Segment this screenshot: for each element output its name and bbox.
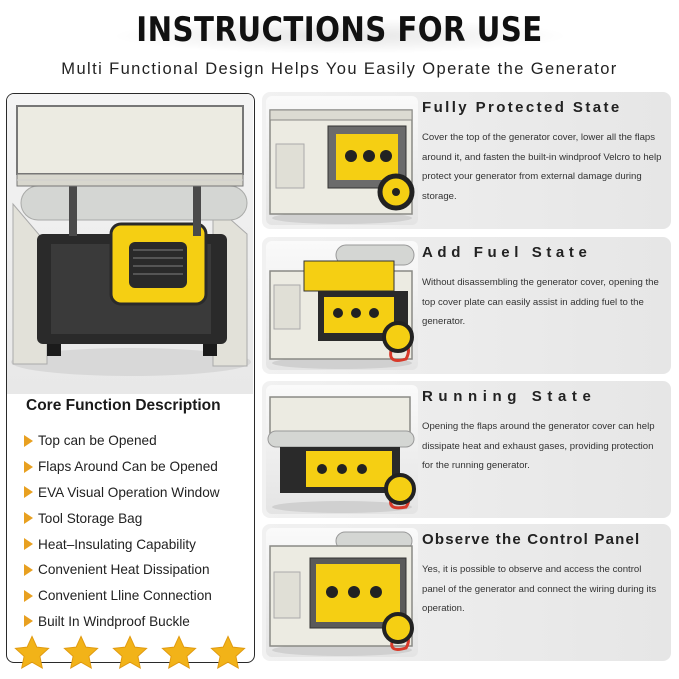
list-item: Tool Storage Bag	[24, 505, 220, 531]
running-photo	[266, 385, 418, 514]
bullet-icon	[24, 538, 33, 551]
bullet-icon	[24, 615, 33, 628]
core-item-label: Tool Storage Bag	[38, 510, 143, 526]
list-item: Convenient Lline Connection	[24, 583, 220, 609]
page-title: INSTRUCTIONS FOR USE	[136, 10, 543, 50]
star-icon	[210, 635, 246, 669]
core-item-label: Built In Windproof Buckle	[38, 613, 190, 629]
fully-protected-photo	[266, 96, 418, 225]
generator-top-open-icon	[269, 244, 415, 369]
core-item-label: Top can be Opened	[38, 433, 157, 449]
generator-cover-photo	[7, 94, 253, 394]
rating-stars	[13, 634, 247, 672]
core-item-label: EVA Visual Operation Window	[38, 484, 220, 500]
generator-covered-icon	[269, 109, 415, 224]
add-fuel-photo	[266, 241, 418, 370]
list-item: Built In Windproof Buckle	[24, 609, 220, 635]
list-item: Top can be Opened	[24, 428, 220, 454]
state-card-fully-protected: Fully Protected State Cover the top of t…	[262, 92, 671, 229]
state-description: Cover the top of the generator cover, lo…	[422, 132, 662, 202]
star-icon	[14, 635, 50, 669]
core-item-label: Convenient Lline Connection	[38, 588, 212, 604]
generator-window-icon	[269, 531, 414, 656]
core-item-label: Convenient Heat Dissipation	[38, 562, 210, 578]
state-title: Observe the Control Panel	[422, 531, 641, 548]
bullet-icon	[24, 563, 33, 576]
generator-flaps-open-icon	[267, 396, 416, 513]
bullet-icon	[24, 434, 33, 447]
core-function-title: Core Function Description	[26, 397, 221, 414]
state-description: Without disassembling the generator cove…	[422, 277, 659, 327]
bullet-icon	[24, 512, 33, 525]
state-description: Opening the flaps around the generator c…	[422, 421, 655, 471]
generator-top-open-icon	[11, 105, 251, 376]
list-item: Heat–Insulating Capability	[24, 531, 220, 557]
core-function-list: Top can be Opened Flaps Around Can be Op…	[24, 428, 220, 634]
state-card-observe-panel: Observe the Control Panel Yes, it is pos…	[262, 524, 671, 661]
state-card-add-fuel: Add Fuel State Without disassembling the…	[262, 237, 671, 374]
bullet-icon	[24, 589, 33, 602]
state-title: Running State	[422, 388, 597, 405]
star-icon	[161, 635, 197, 669]
core-function-panel: Core Function Description Top can be Ope…	[6, 93, 255, 663]
list-item: EVA Visual Operation Window	[24, 480, 220, 506]
observe-panel-photo	[266, 528, 418, 657]
star-icon	[112, 635, 148, 669]
state-card-running: Running State Opening the flaps around t…	[262, 381, 671, 518]
page-subtitle: Multi Functional Design Helps You Easily…	[61, 60, 618, 78]
bullet-icon	[24, 486, 33, 499]
title-shadow	[110, 18, 570, 54]
bullet-icon	[24, 460, 33, 473]
core-item-label: Heat–Insulating Capability	[38, 536, 196, 552]
state-description: Yes, it is possible to observe and acces…	[422, 564, 657, 614]
list-item: Convenient Heat Dissipation	[24, 557, 220, 583]
state-title: Add Fuel State	[422, 244, 592, 261]
list-item: Flaps Around Can be Opened	[24, 454, 220, 480]
state-title: Fully Protected State	[422, 99, 622, 116]
core-item-label: Flaps Around Can be Opened	[38, 459, 218, 475]
star-icon	[63, 635, 99, 669]
